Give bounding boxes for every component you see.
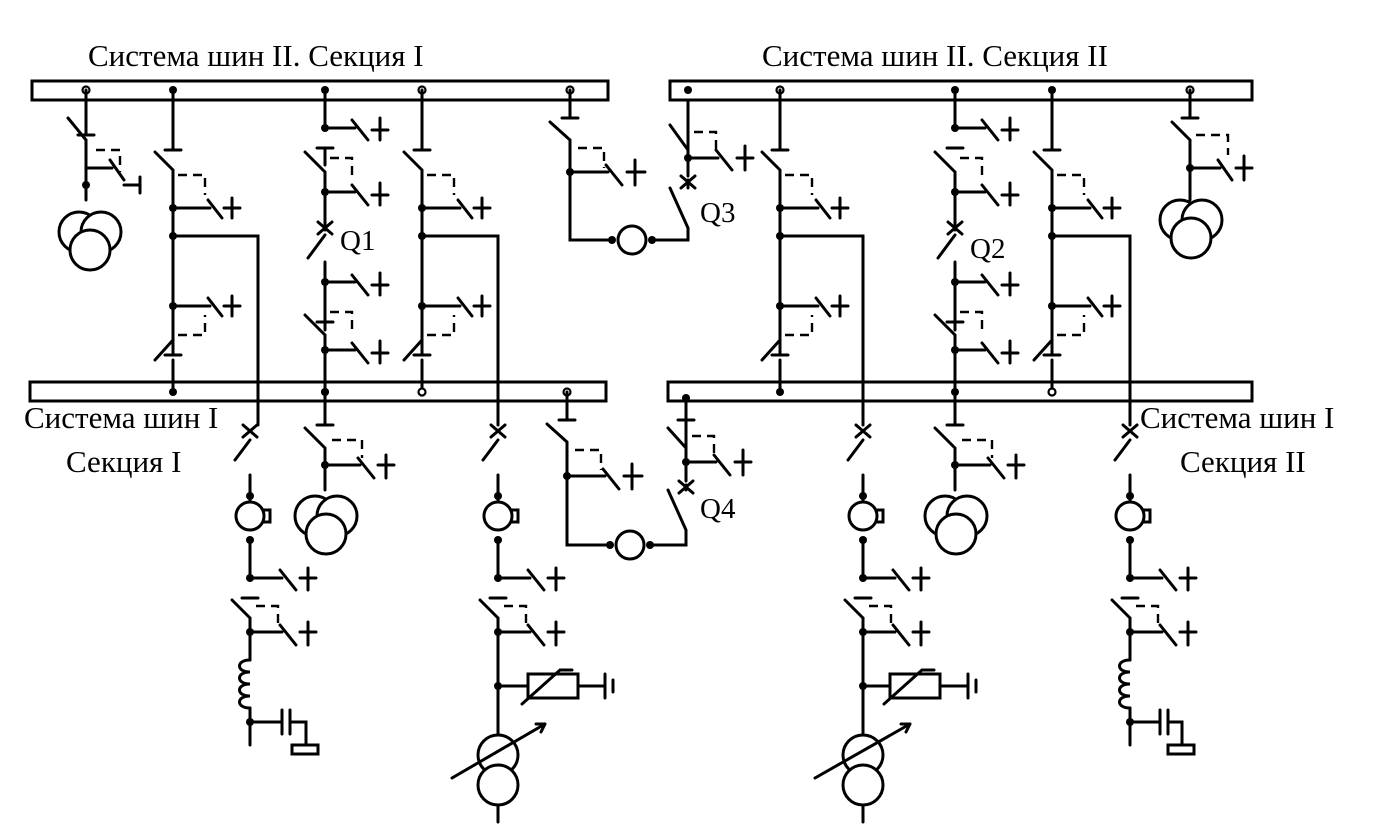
bay-column-1052 xyxy=(1032,86,1132,427)
label-breaker-q4: Q4 xyxy=(700,493,736,525)
label-bus1-section1-line2: Секция I xyxy=(66,444,181,479)
transformer-bottom-right xyxy=(923,390,1026,556)
label-breaker-q2: Q2 xyxy=(970,233,1005,265)
feeder-capacitor-left xyxy=(230,423,320,756)
bus-coupler-q4 xyxy=(545,387,753,561)
bay-column-173 xyxy=(153,86,260,427)
busbar-system2-section1 xyxy=(30,79,610,102)
busbar-system1-section1 xyxy=(28,380,608,403)
label-breaker-q3: Q3 xyxy=(700,197,735,229)
feeder-regulating-transformer-right xyxy=(813,423,978,824)
bay-column-q1 xyxy=(303,86,390,396)
feeder-capacitor-right xyxy=(1110,423,1198,756)
label-bus1-section2-line2: Секция II xyxy=(1180,444,1306,479)
label-breaker-q1: Q1 xyxy=(340,225,375,257)
label-bus1-section1-line1: Система шин I xyxy=(24,400,218,435)
transformer-bottom-left xyxy=(293,388,396,556)
bay-column-q2 xyxy=(933,86,1020,396)
busbar-system1-section2 xyxy=(666,380,1254,403)
bus-coupler-q3 xyxy=(548,85,755,256)
feeder-regulating-transformer-left xyxy=(450,423,615,824)
transformer-top-left xyxy=(57,85,142,272)
label-bus2-section1: Система шин II. Секция I xyxy=(88,38,424,73)
bay-column-422 xyxy=(402,85,500,427)
busbar-system2-section2 xyxy=(668,79,1254,102)
transformer-top-right xyxy=(1158,85,1254,260)
label-bus1-section2-line1: Система шин I xyxy=(1140,400,1334,435)
label-bus2-section2: Система шин II. Секция II xyxy=(762,38,1108,73)
bay-column-780 xyxy=(760,85,865,427)
